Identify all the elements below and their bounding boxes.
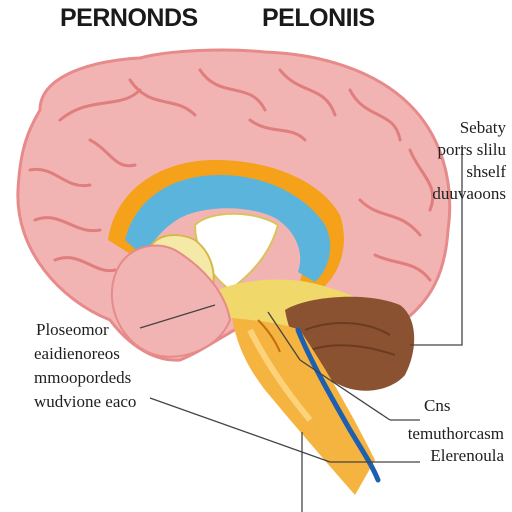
label-top-right-1: Sebaty bbox=[459, 118, 506, 137]
artery bbox=[295, 327, 381, 483]
label-top-right-3: shself bbox=[466, 162, 506, 181]
title-right: PELONIIS bbox=[262, 4, 375, 32]
label-bottom-right-2: Elerenoula bbox=[430, 446, 504, 465]
label-left-2: eaidienoreos bbox=[34, 344, 120, 363]
label-bottom-right-short: Cns bbox=[424, 396, 451, 415]
title-left: PERNONDS bbox=[60, 4, 198, 32]
label-left-1: Ploseomor bbox=[36, 320, 109, 339]
limbic-blue bbox=[125, 175, 331, 282]
label-left-4: wudvione eaco bbox=[34, 392, 137, 411]
leader-lines bbox=[139, 145, 463, 512]
temporal-lobe bbox=[110, 244, 232, 358]
label-bottom-right-1: temuthorcasm bbox=[407, 424, 504, 443]
label-left-3: mmoopordeds bbox=[34, 368, 132, 387]
label-top-right-4: duuvaoons bbox=[432, 184, 506, 203]
gyri-lines bbox=[28, 68, 435, 282]
brainstem-highlight bbox=[247, 328, 313, 422]
pons-line bbox=[257, 319, 281, 353]
label-top-right-2: porrs slilu bbox=[437, 140, 506, 159]
cerebellum-folia bbox=[304, 322, 396, 356]
